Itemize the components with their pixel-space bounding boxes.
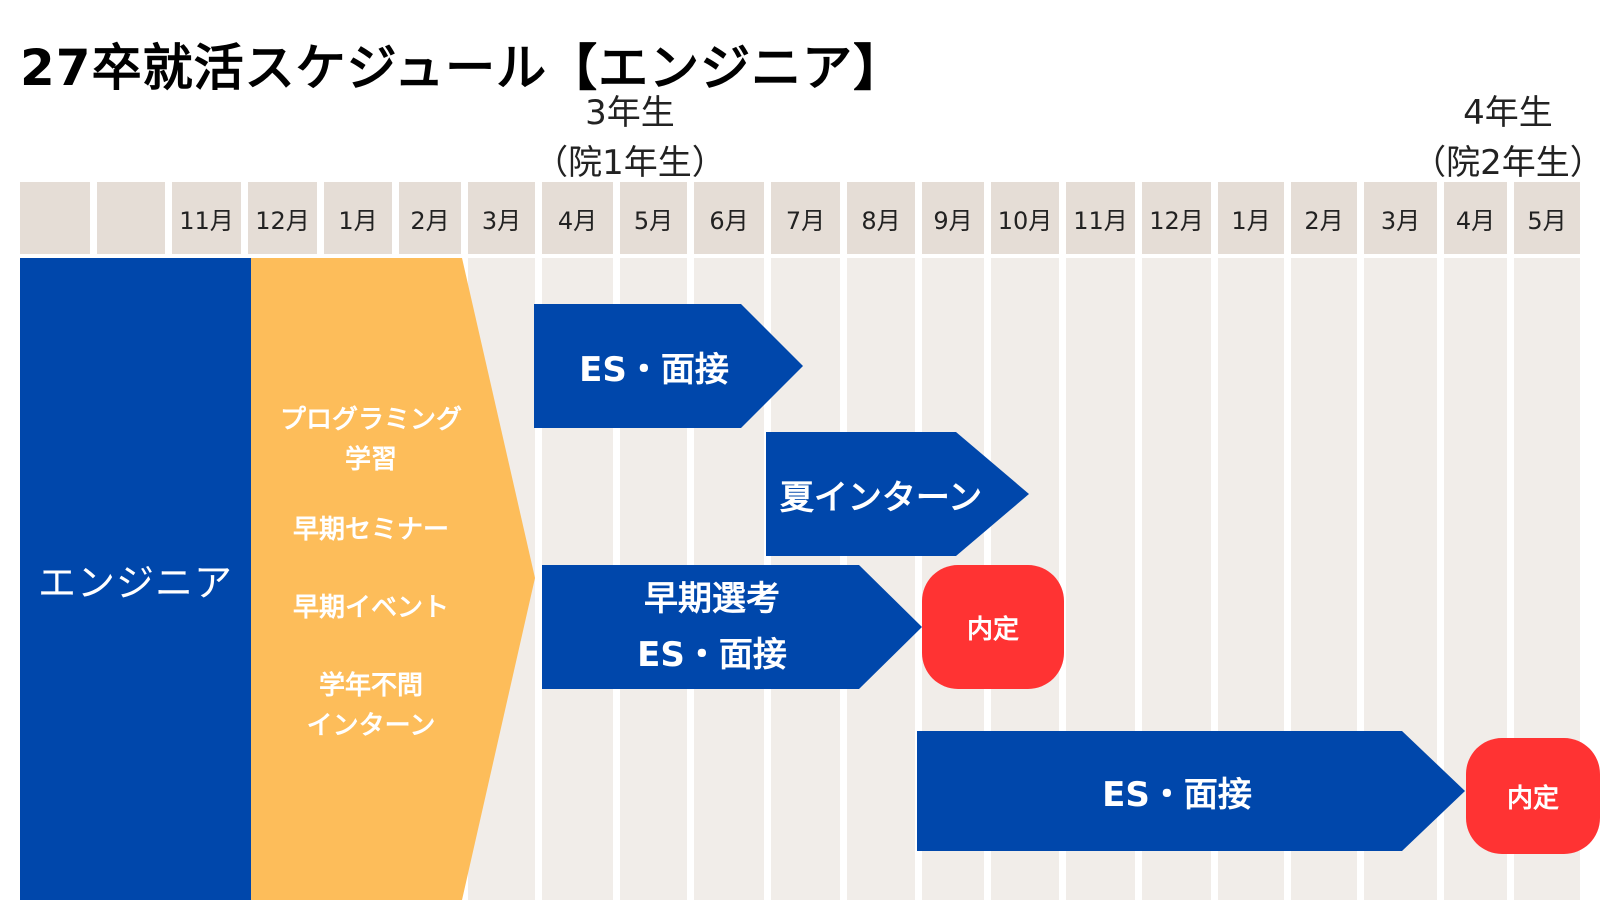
prep-item-intern: 学年不問 インターン bbox=[306, 671, 436, 741]
month-header-cell: 10月 bbox=[991, 182, 1059, 254]
month-header-cell: 5月 bbox=[1514, 182, 1580, 254]
month-header-cell: 11月 bbox=[1066, 182, 1135, 254]
prep-item-early-seminar: 早期セミナー bbox=[292, 515, 449, 545]
month-header-cell: 4月 bbox=[1444, 182, 1507, 254]
es-interview-label-1: ES・面接 bbox=[579, 349, 729, 390]
early-selection-label: 早期選考 ES・面接 bbox=[637, 579, 787, 675]
prep-phase-list: プログラミング 学習 早期セミナー 早期イベント 学年不問 インターン bbox=[251, 400, 491, 782]
month-header-cell bbox=[97, 182, 165, 254]
month-header-cell: 6月 bbox=[694, 182, 764, 254]
early-selection-arrow bbox=[542, 565, 922, 689]
es-interview-label-2: ES・面接 bbox=[1102, 774, 1252, 815]
month-header-cell: 8月 bbox=[847, 182, 915, 254]
offer-badge-2: 内定 bbox=[1466, 738, 1600, 854]
month-header-cell: 5月 bbox=[620, 182, 687, 254]
row-label-engineer: エンジニア bbox=[20, 258, 251, 900]
page-title: 27卒就活スケジュール【エンジニア】 bbox=[20, 39, 905, 97]
month-header-cell: 12月 bbox=[248, 182, 317, 254]
es-interview-arrow-2 bbox=[917, 731, 1465, 851]
month-header-cell: 1月 bbox=[324, 182, 392, 254]
prep-item-programming: プログラミング 学習 bbox=[279, 405, 462, 475]
month-header-cell: 7月 bbox=[771, 182, 840, 254]
summer-intern-label: 夏インターン bbox=[779, 477, 983, 518]
month-header-cell: 12月 bbox=[1142, 182, 1211, 254]
month-header-cell: 4月 bbox=[542, 182, 613, 254]
month-header-cell: 3月 bbox=[468, 182, 535, 254]
prep-phase-arrow bbox=[251, 258, 535, 900]
year-label-fourth: 4年生 （院2年生） bbox=[1412, 93, 1600, 183]
summer-intern-arrow bbox=[766, 432, 1029, 556]
month-header-cell: 11月 bbox=[172, 182, 241, 254]
month-header-cell: 1月 bbox=[1218, 182, 1284, 254]
es-interview-arrow-1 bbox=[534, 304, 803, 428]
month-header-cell: 9月 bbox=[922, 182, 984, 254]
month-header-cell: 2月 bbox=[399, 182, 461, 254]
year-label-third: 3年生 （院1年生） bbox=[534, 93, 726, 183]
month-header-cell: 2月 bbox=[1291, 182, 1357, 254]
offer-badge-1: 内定 bbox=[922, 565, 1064, 689]
month-header-cell: 3月 bbox=[1364, 182, 1437, 254]
prep-item-early-event: 早期イベント bbox=[292, 593, 449, 623]
month-header-cell bbox=[20, 182, 90, 254]
